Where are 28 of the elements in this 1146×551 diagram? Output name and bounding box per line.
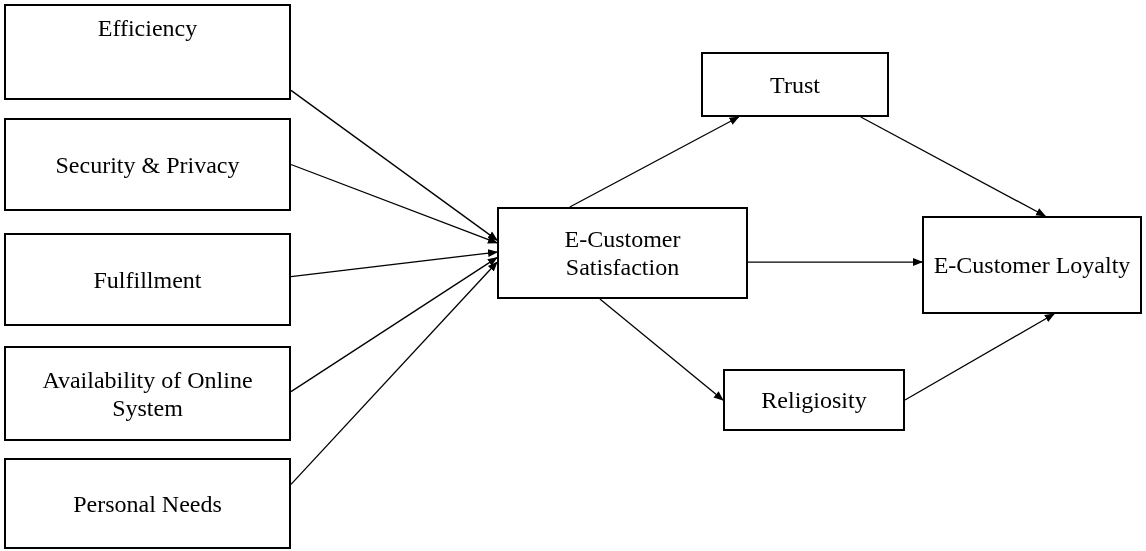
construct-label: Personal Needs — [73, 489, 222, 518]
construct-box — [922, 216, 1142, 314]
construct-label: Fulfillment — [93, 265, 202, 294]
arrow — [599, 298, 724, 401]
construct-box — [4, 346, 291, 441]
arrow — [569, 116, 740, 208]
construct-label: Security & Privacy — [55, 150, 240, 179]
construct-label: E-Customer Loyalty — [933, 251, 1131, 279]
construct-box — [4, 118, 291, 211]
construct-label: Efficiency — [97, 14, 198, 42]
arrow — [904, 313, 1055, 401]
construct-label: Trust — [770, 70, 820, 99]
arrow — [290, 256, 498, 393]
construct-box — [701, 52, 889, 117]
construct-box — [4, 233, 291, 326]
construct-label: E-Customer Satisfaction — [563, 225, 682, 281]
arrow — [860, 116, 1047, 217]
construct-label: Religiosity — [761, 386, 867, 414]
arrow — [290, 89, 498, 241]
construct-box — [4, 4, 291, 100]
arrow — [290, 249, 498, 278]
arrow — [290, 163, 498, 244]
arrow — [747, 258, 923, 267]
arrow — [290, 261, 498, 486]
construct-box — [497, 207, 748, 299]
construct-box — [723, 369, 905, 431]
construct-label: Availability of Online System — [41, 365, 254, 422]
construct-box — [4, 458, 291, 549]
